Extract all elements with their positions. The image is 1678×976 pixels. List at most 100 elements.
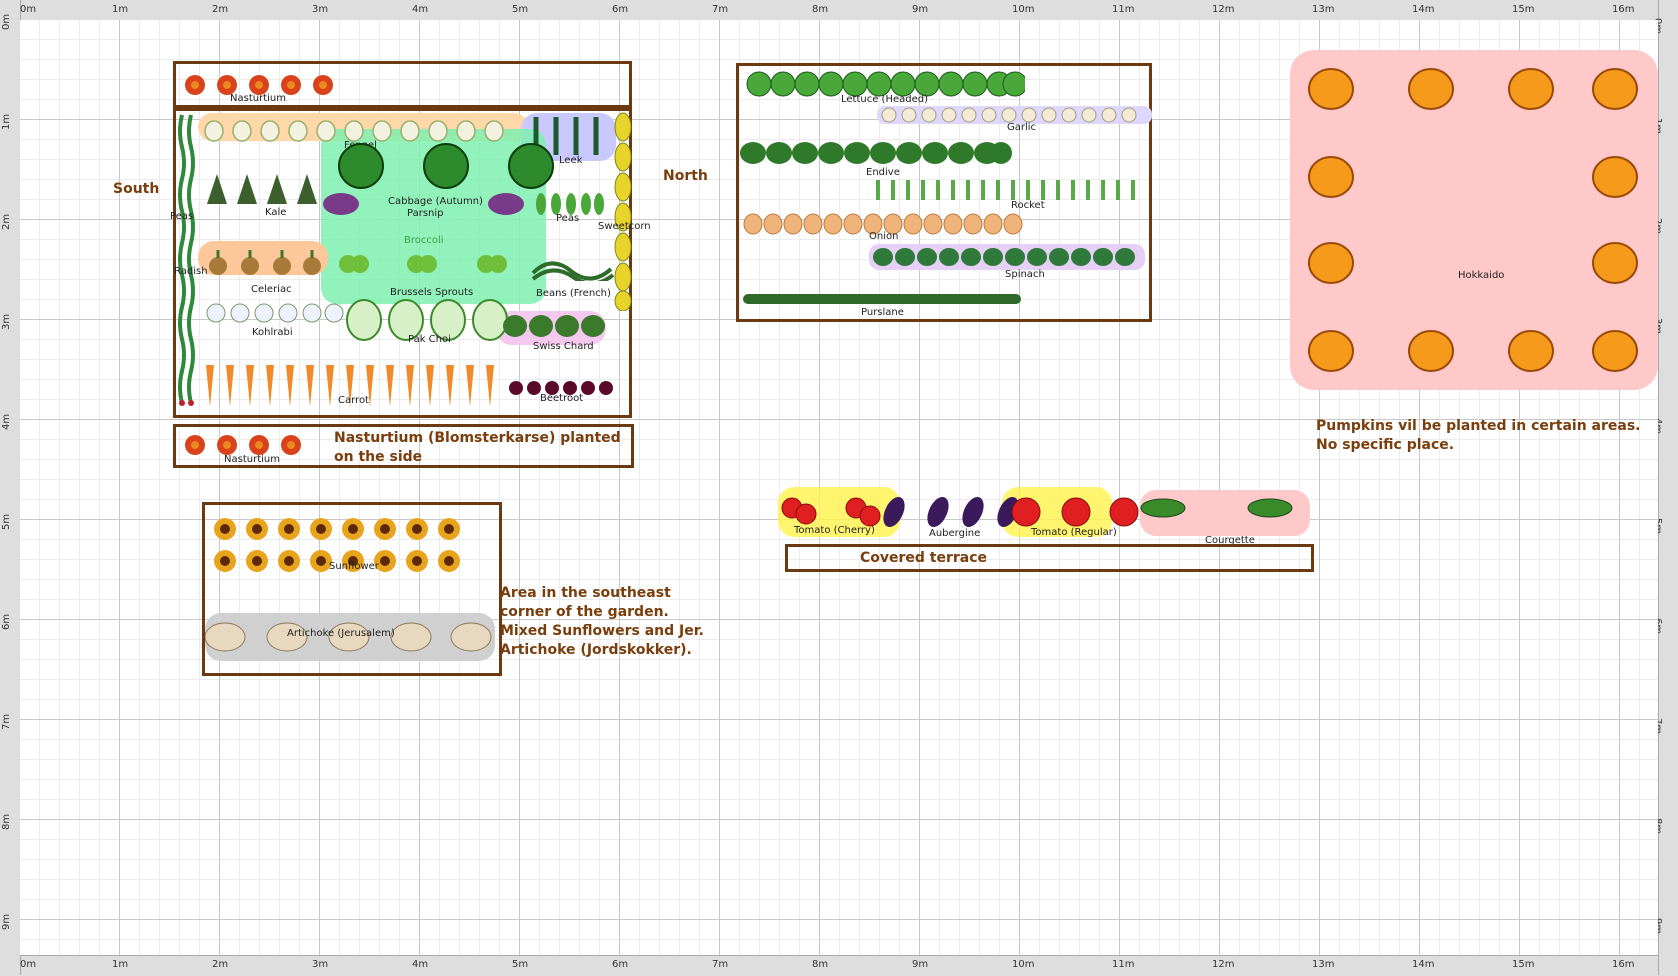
terrace-plants-icon [781,497,1293,527]
radish-column-icon [178,114,195,406]
parsnip-label: Parsnip [407,208,444,219]
lettuce-label: Lettuce (Headed) [841,94,929,105]
left-ruler-tick: 3m [1,313,12,330]
purslane-icon [743,294,1021,304]
sunflower-bed[interactable]: Sunflower Artichoke (Jerusalem) [202,502,502,676]
left-ruler-tick: 0m [1,13,12,30]
bottom-ruler-tick: 14m [1412,959,1435,970]
leek-label: Leek [559,155,583,166]
southeast-note-line2: corner of the garden. [500,604,669,620]
nasturtium-bottom-icon [185,435,301,455]
bottom-ruler-tick: 8m [812,959,829,970]
bottom-ruler-tick: 11m [1112,959,1135,970]
southeast-note-line3: Mixed Sunflowers and Jer. [500,623,704,639]
top-ruler-tick: 16m [1612,4,1635,15]
left-ruler-tick: 2m [1,213,12,230]
southeast-note: Area in the southeast corner of the gard… [500,584,704,660]
nasturtium-side-note-line2: on the side [334,449,423,465]
top-ruler-tick: 10m [1012,4,1035,15]
artichoke-icon [205,622,492,652]
carrot-label: Carrot [338,395,369,406]
tomato-cherry-label: Tomato (Cherry) [794,525,875,536]
beetroot-label: Beetroot [540,393,584,404]
top-ruler-tick: 5m [512,4,529,15]
right-ruler [1658,0,1678,975]
nasturtium-top-label: Nasturtium [230,93,286,104]
bottom-ruler-tick: 10m [1012,959,1035,970]
bottom-ruler-tick: 3m [312,959,329,970]
left-ruler-tick: 9m [1,913,12,930]
pak-choi-icon [346,299,508,341]
nasturtium-row [180,70,340,100]
cabbage-label: Cabbage (Autumn) [388,196,483,207]
southeast-note-line4: Artichoke (Jordskokker). [500,642,692,658]
main-vegetable-bed[interactable]: Peas Radish Fennel Leek Cabbage (Autumn)… [170,108,651,418]
peas-left-label: Peas [170,211,194,222]
cabbage-icon [338,143,554,189]
left-ruler-tick: 4m [1,413,12,430]
beans-icon [531,261,615,281]
top-ruler-tick: 7m [712,4,729,15]
nasturtium-side-note-line1: Nasturtium (Blomsterkarse) planted [334,430,621,446]
sweetcorn-icon [614,112,632,311]
sweetcorn-label: Sweetcorn [598,221,651,232]
top-ruler-tick: 4m [412,4,429,15]
nasturtium-top-bed[interactable]: Nasturtium [173,61,632,108]
bottom-ruler-tick: 5m [512,959,529,970]
lettuce-icon [746,71,1025,97]
pumpkin-zone[interactable] [1290,50,1658,390]
top-ruler-tick: 0m [20,4,37,15]
pumpkin-note-line2: No specific place. [1316,437,1455,453]
celeriac-label: Celeriac [251,284,292,295]
tomato-regular-label: Tomato (Regular) [1031,527,1117,538]
nasturtium-bottom-label: Nasturtium [224,454,280,465]
hokkaido-label: Hokkaido [1458,270,1505,281]
peas-label: Peas [556,213,580,224]
carrot-icon [206,365,494,407]
sunflower-icon [214,518,460,572]
top-ruler-tick: 9m [912,4,929,15]
top-ruler-tick: 11m [1112,4,1135,15]
broccoli-label: Broccoli [404,235,444,246]
top-ruler-tick: 3m [312,4,329,15]
beetroot-icon [509,381,613,395]
bottom-ruler-tick: 4m [412,959,429,970]
bottom-ruler-tick: 7m [712,959,729,970]
bottom-ruler-tick: 16m [1612,959,1635,970]
south-label: South [113,181,160,197]
north-bed[interactable]: Lettuce (Headed) Garlic Endive Rocket On… [736,63,1152,322]
brussels-sprouts-icon [339,255,507,273]
swiss-chard-label: Swiss Chard [533,341,594,352]
left-ruler-tick: 5m [1,513,12,530]
pumpkin-icon [1308,68,1638,372]
endive-icon [740,142,1012,164]
garden-canvas[interactable]: South North Nasturtium Peas Radish [20,20,1658,955]
bottom-ruler [0,955,1678,976]
artichoke-label: Artichoke (Jerusalem) [287,628,395,639]
garlic-icon [881,107,1137,123]
nasturtium-bottom-bed[interactable]: Nasturtium Nasturtium (Blomsterkarse) pl… [173,424,634,468]
spinach-label: Spinach [1005,269,1045,280]
endive-label: Endive [866,167,900,178]
kohlrabi-label: Kohlrabi [252,327,293,338]
left-ruler-tick: 7m [1,713,12,730]
terrace-label: Covered terrace [860,550,988,566]
covered-terrace[interactable]: Covered terrace [785,544,1314,572]
purslane-label: Purslane [861,307,904,318]
top-ruler-tick: 14m [1412,4,1435,15]
top-ruler-tick: 12m [1212,4,1235,15]
top-ruler-tick: 8m [812,4,829,15]
radish-label: Radish [174,266,208,277]
nasturtium-side-note: Nasturtium (Blomsterkarse) planted on th… [334,429,621,467]
bottom-ruler-tick: 12m [1212,959,1235,970]
pak-choi-label: Pak Choi [408,334,451,345]
bottom-ruler-tick: 13m [1312,959,1335,970]
kale-icon [207,174,317,204]
top-ruler-tick: 6m [612,4,629,15]
southeast-note-line1: Area in the southeast [500,585,671,601]
beans-label: Beans (French) [536,288,611,299]
brussels-sprouts-label: Brussels Sprouts [390,287,474,298]
left-ruler-tick: 1m [1,113,12,130]
pumpkin-note: Pumpkins vil be planted in certain areas… [1316,417,1641,455]
top-ruler-tick: 15m [1512,4,1535,15]
